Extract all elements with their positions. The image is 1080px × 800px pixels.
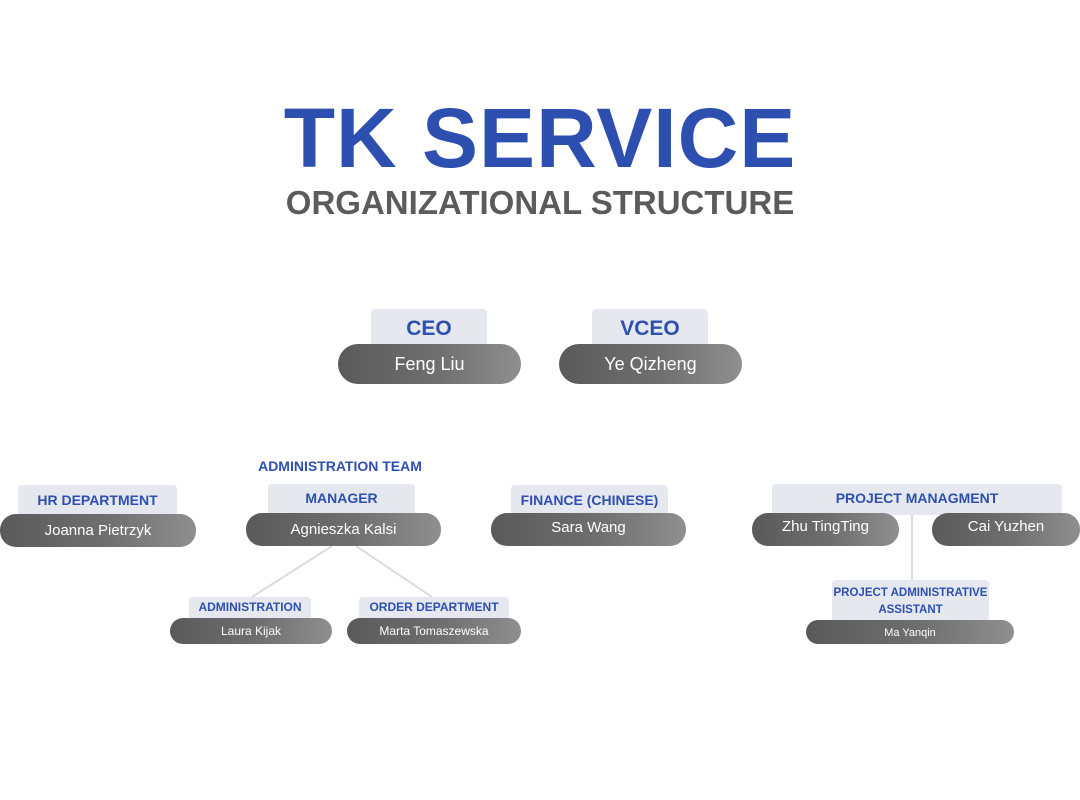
- ceo-role-label: CEO: [371, 309, 487, 347]
- manager-role-label: MANAGER: [268, 484, 415, 515]
- ceo-name: Feng Liu: [338, 344, 521, 384]
- manager-name: Agnieszka Kalsi: [246, 513, 441, 546]
- connector-manager-administration: [251, 545, 333, 598]
- hr-role-label: HR DEPARTMENT: [18, 485, 177, 516]
- vceo-role-label: VCEO: [592, 309, 708, 347]
- connector-manager-order: [355, 545, 433, 598]
- vceo-name: Ye Qizheng: [559, 344, 742, 384]
- project-member-name: Cai Yuzhen: [932, 513, 1080, 546]
- order-department-role-label: ORDER DEPARTMENT: [359, 597, 509, 620]
- hr-name: Joanna Pietrzyk: [0, 514, 196, 547]
- project-role-label: PROJECT MANAGMENT: [772, 484, 1062, 515]
- finance-role-label: FINANCE (CHINESE): [511, 485, 668, 515]
- page-title: TK SERVICE: [283, 91, 797, 185]
- finance-name: Sara Wang: [491, 513, 686, 546]
- project-assistant-role-label: PROJECT ADMINISTRATIVE ASSISTANT: [832, 580, 989, 621]
- administration-role-label: ADMINISTRATION: [189, 597, 311, 619]
- order-department-name: Marta Tomaszewska: [347, 618, 521, 644]
- project-assistant-name: Ma Yanqin: [806, 620, 1014, 644]
- page-subtitle: ORGANIZATIONAL STRUCTURE: [285, 184, 795, 221]
- administration-name: Laura Kijak: [170, 618, 332, 644]
- admin-team-label: ADMINISTRATION TEAM: [258, 458, 422, 474]
- project-member-name: Zhu TingTing: [752, 513, 899, 546]
